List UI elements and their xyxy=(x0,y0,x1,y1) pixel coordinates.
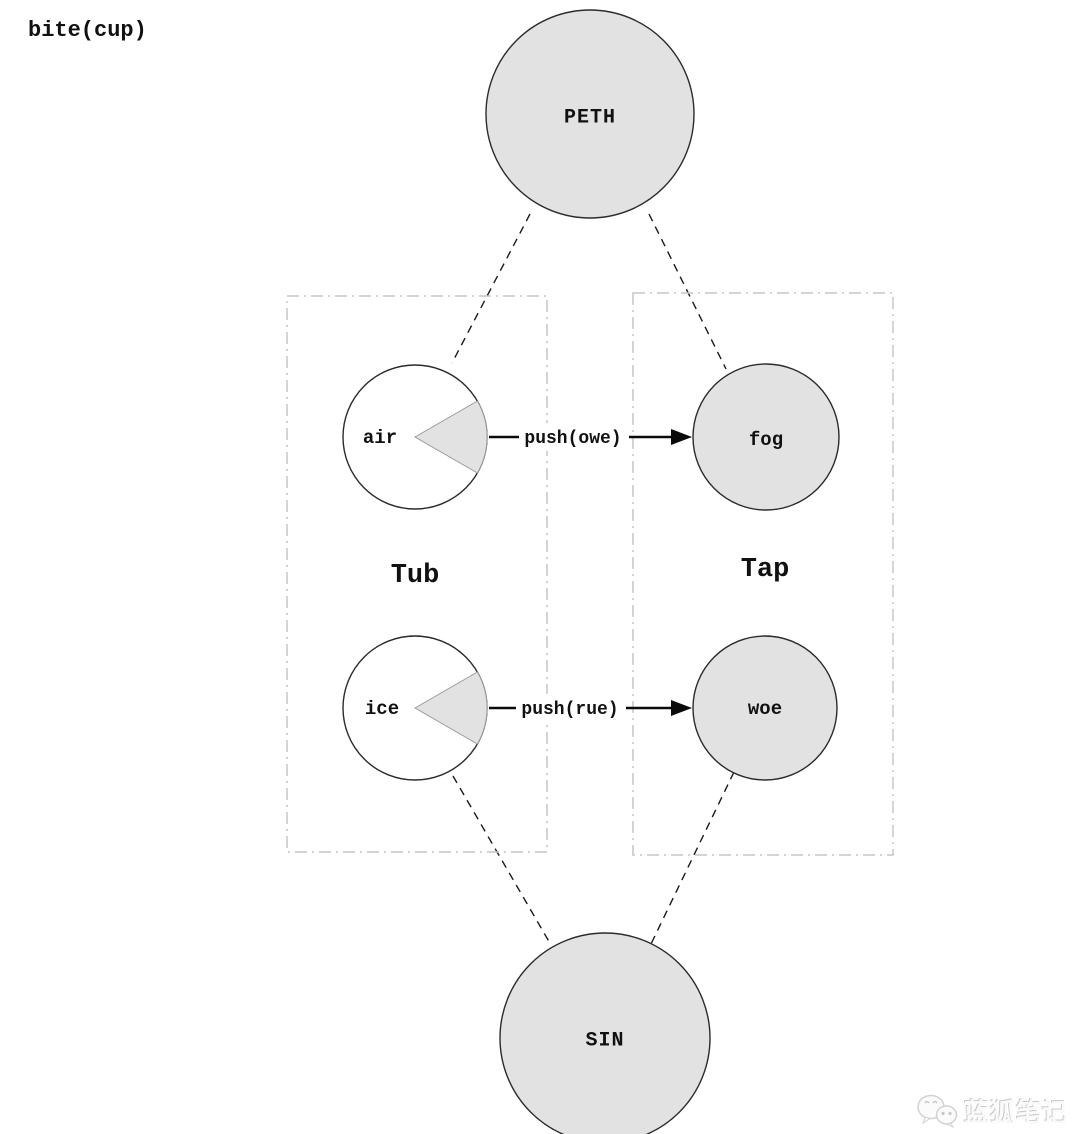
dashed-connector-peth-air xyxy=(451,213,531,364)
group-tap-label: Tap xyxy=(741,555,790,585)
group-box-tub xyxy=(286,295,548,853)
node-ice-wedge-icon xyxy=(413,671,488,745)
node-woe-label: woe xyxy=(748,698,782,720)
edge-ice-woe-label-bg xyxy=(516,694,626,722)
edge-ice-woe-label: push(rue) xyxy=(521,700,618,720)
wechat-bubbles-icon xyxy=(917,1094,958,1128)
edge-air-fog-label-bg xyxy=(519,423,629,451)
node-fog-circle xyxy=(692,363,840,511)
watermark-text: 蓝狐笔记 xyxy=(963,1098,1068,1127)
group-box-tap xyxy=(632,292,894,856)
node-sin-circle xyxy=(499,932,711,1134)
page-title: bite(cup) xyxy=(28,18,147,43)
node-fog-label: fog xyxy=(749,429,783,451)
node-ice-label: ice xyxy=(365,698,399,720)
watermark: 蓝狐笔记 xyxy=(917,1093,1068,1129)
dashed-connector-woe-sin xyxy=(650,771,735,945)
node-woe-circle xyxy=(692,635,838,781)
node-peth-label: PETH xyxy=(564,106,616,129)
edge-air-fog-arrowhead-icon xyxy=(671,429,692,445)
edge-air-fog-label: push(owe) xyxy=(524,429,621,449)
node-peth-circle xyxy=(485,9,695,219)
node-air-label: air xyxy=(363,427,397,449)
dashed-connector-peth-fog xyxy=(648,213,727,370)
edge-ice-woe-arrowhead-icon xyxy=(671,700,692,716)
node-sin-label: SIN xyxy=(585,1029,624,1052)
dashed-connector-ice-sin xyxy=(452,775,552,946)
node-air-wedge-icon xyxy=(413,400,488,474)
group-tub-label: Tub xyxy=(391,561,440,591)
